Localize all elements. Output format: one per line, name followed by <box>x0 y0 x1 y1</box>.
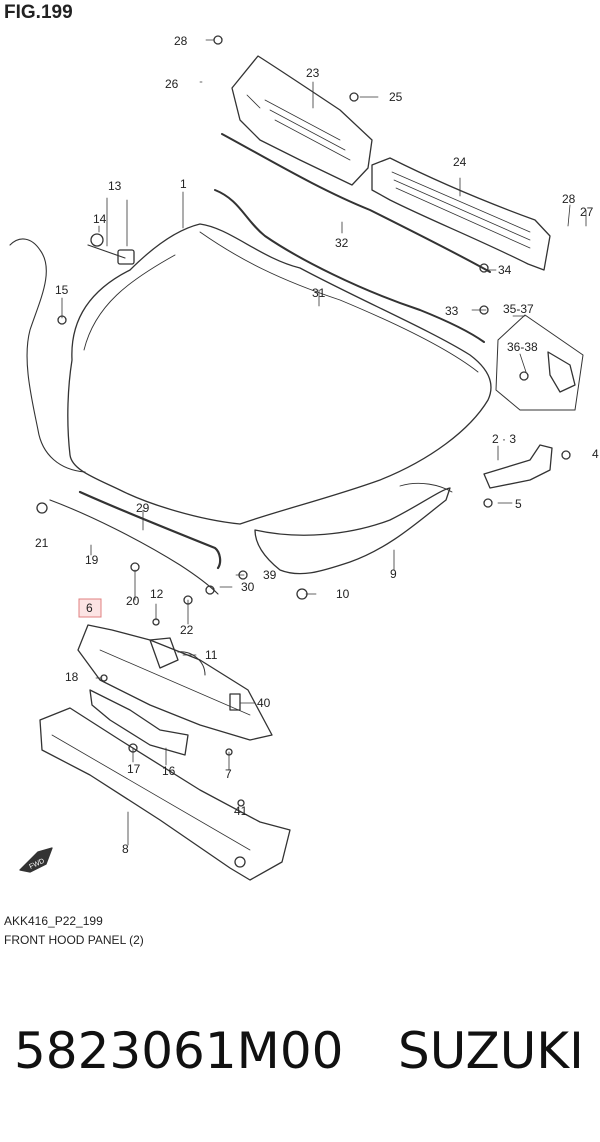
callout-34: 34 <box>498 263 512 277</box>
clip-28 <box>213 35 223 45</box>
bolt-5 <box>483 498 493 508</box>
bolt-4 <box>561 450 571 460</box>
callout-32: 32 <box>335 236 349 250</box>
cowl-panel-left <box>231 55 373 186</box>
callout-17: 17 <box>127 762 141 776</box>
bolt-17 <box>128 743 138 753</box>
callout-12: 12 <box>150 587 164 601</box>
hood-panel <box>67 223 492 525</box>
callout-23: 23 <box>306 66 320 80</box>
callout-26: 26 <box>165 77 179 91</box>
clip-22 <box>183 595 193 605</box>
clip-39 <box>238 570 248 580</box>
hood-latch-11 <box>149 637 179 669</box>
clip-15 <box>57 315 67 325</box>
bumper-reinforcement-face <box>51 734 251 851</box>
hinge-2-3 <box>483 444 553 489</box>
hood-reinforcement <box>254 487 451 575</box>
nut-10 <box>296 588 308 600</box>
callout-33: 33 <box>445 304 459 318</box>
nut-33 <box>479 305 489 315</box>
cowl-seal-32 <box>221 133 491 273</box>
part-number: 5823061M00 <box>14 1022 344 1080</box>
callout-25: 25 <box>389 90 403 104</box>
callout-7: 7 <box>225 767 232 781</box>
callout-10: 10 <box>336 587 350 601</box>
callout-29: 29 <box>136 501 150 515</box>
callout-11: 11 <box>205 648 218 662</box>
bumper-hole <box>234 856 246 868</box>
callout-15: 15 <box>55 283 69 297</box>
release-handle <box>117 249 135 265</box>
bolt-18 <box>100 674 108 682</box>
release-cable <box>9 238 86 473</box>
callout-21: 21 <box>35 536 49 550</box>
bracket-16 <box>89 689 189 756</box>
callout-27: 27 <box>580 205 594 219</box>
bolt-12 <box>152 618 160 626</box>
cowl-panel-right <box>371 157 551 271</box>
figure-title: FIG.199 <box>4 2 73 23</box>
cowl-panel-left-grille <box>264 99 351 161</box>
hood-inner-line <box>83 231 479 373</box>
callout-20: 20 <box>126 594 140 608</box>
bolt-41 <box>237 799 245 807</box>
callout-4: 4 <box>592 447 599 461</box>
highlight-box-6 <box>78 598 102 618</box>
rod-19 <box>49 499 219 595</box>
callout-41: 41 <box>234 804 248 818</box>
callout-9: 9 <box>390 567 397 581</box>
clip-21 <box>36 502 48 514</box>
callout-14: 14 <box>93 212 107 226</box>
nut-36-38 <box>519 371 529 381</box>
bolt-7 <box>225 748 233 756</box>
callout-19: 19 <box>85 553 99 567</box>
callout-22: 22 <box>180 623 194 637</box>
clip-30 <box>205 585 215 595</box>
callout-5: 5 <box>515 497 522 511</box>
brand-name: SUZUKI <box>398 1022 584 1080</box>
callout-39: 39 <box>263 568 277 582</box>
latch-support-inner <box>99 649 251 716</box>
callout-24: 24 <box>453 155 467 169</box>
figure-code: AKK416_P22_199 <box>4 914 103 928</box>
bracket-36-38 <box>547 351 576 393</box>
callout-18: 18 <box>65 670 79 684</box>
callout-16: 16 <box>162 764 176 778</box>
callout-28-top: 28 <box>174 34 188 48</box>
fwd-arrow <box>19 847 53 873</box>
bumper-reinforcement-8 <box>39 707 291 881</box>
callout-28-right: 28 <box>562 192 576 206</box>
figure-name: FRONT HOOD PANEL (2) <box>4 933 144 947</box>
listing-footer <box>0 1000 600 1142</box>
callout-1: 1 <box>180 177 187 191</box>
weatherstrip-29 <box>78 490 222 570</box>
cowl-grille-right <box>391 171 531 249</box>
latch-support-6 <box>77 624 273 741</box>
callout-2-3: 2 · 3 <box>492 432 516 446</box>
hood-reinforcement-edge <box>399 482 453 493</box>
callout-6: 6 <box>86 601 93 615</box>
grommet-14 <box>90 233 104 247</box>
group-box-35-37 <box>495 314 584 411</box>
buffer-40 <box>229 693 241 711</box>
clip-25 <box>349 92 359 102</box>
callout-40: 40 <box>257 696 271 710</box>
callout-35-37: 35-37 <box>503 302 534 316</box>
clip-20 <box>130 562 140 572</box>
exploded-parts-diagram: 1 2 · 3 4 5 6 7 8 9 10 11 12 13 14 15 16… <box>9 34 599 881</box>
nut-34 <box>479 263 489 273</box>
callout-13: 13 <box>108 179 122 193</box>
callout-31: 31 <box>312 286 326 300</box>
hood-seal-31 <box>214 189 485 343</box>
callout-8: 8 <box>122 842 129 856</box>
release-cable-end <box>87 244 126 259</box>
callout-30: 30 <box>241 580 255 594</box>
latch-cable <box>177 651 206 676</box>
callout-36-38: 36-38 <box>507 340 538 354</box>
